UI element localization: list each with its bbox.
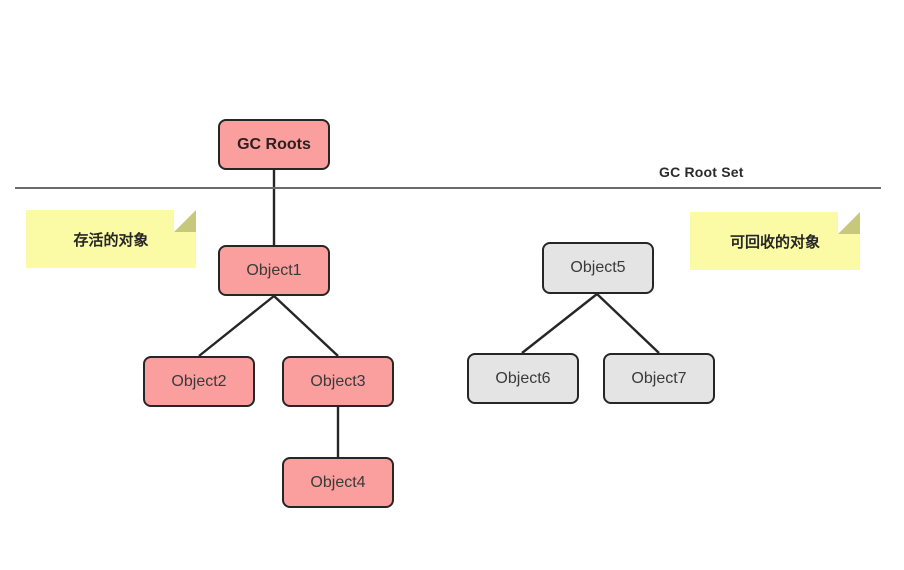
node-object1[interactable]: Object1 (218, 245, 330, 296)
node-gc-roots-label: GC Roots (237, 135, 311, 153)
node-object7[interactable]: Object7 (603, 353, 715, 404)
node-object5[interactable]: Object5 (542, 242, 654, 294)
node-object4[interactable]: Object4 (282, 457, 394, 508)
node-object1-label: Object1 (246, 261, 302, 279)
edge-object5-object7 (596, 293, 660, 354)
node-object5-label: Object5 (570, 259, 626, 276)
node-object4-label: Object4 (310, 473, 366, 491)
node-object3-label: Object3 (310, 372, 366, 390)
node-object6[interactable]: Object6 (467, 353, 579, 404)
node-gc-roots[interactable]: GC Roots (218, 119, 330, 170)
live-objects-note-label: 存活的对象 (73, 231, 149, 249)
collectable-objects-note-label: 可回收的对象 (729, 233, 820, 251)
node-object2[interactable]: Object2 (143, 356, 255, 407)
edge-object5-object6 (521, 293, 598, 354)
gc-root-set-label: GC Root Set (659, 164, 744, 180)
edge-object1-object3 (273, 295, 339, 357)
node-object2-label: Object2 (171, 372, 227, 390)
node-object3[interactable]: Object3 (282, 356, 394, 407)
node-object7-label: Object7 (631, 369, 687, 387)
gc-root-set-divider (15, 187, 881, 189)
live-objects-note: 存活的对象 (26, 210, 196, 268)
edge-object1-object2 (198, 295, 275, 357)
node-object6-label: Object6 (495, 369, 551, 387)
collectable-objects-note: 可回收的对象 (690, 212, 860, 270)
